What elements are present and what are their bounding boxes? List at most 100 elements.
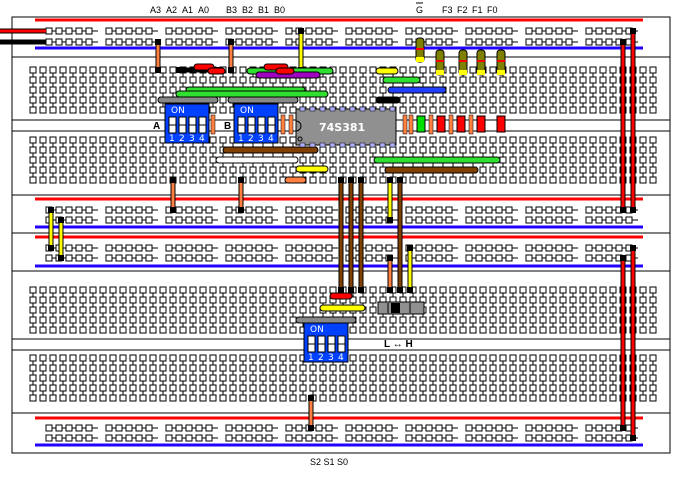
terminal-hole	[269, 166, 277, 174]
terminal-hole	[559, 136, 567, 144]
rail-hole	[525, 27, 533, 35]
terminal-hole	[529, 176, 537, 184]
terminal-hole	[539, 136, 547, 144]
terminal-hole	[459, 286, 467, 294]
rail-hole	[435, 254, 443, 262]
terminal-hole	[269, 326, 277, 334]
terminal-hole	[439, 136, 447, 144]
terminal-hole	[39, 326, 47, 334]
terminal-hole	[559, 374, 567, 382]
rail-hole	[585, 27, 593, 35]
terminal-hole	[349, 394, 357, 402]
rail-hole	[605, 206, 613, 214]
label-f3: F3	[442, 5, 453, 15]
terminal-hole	[449, 306, 457, 314]
terminal-hole	[299, 96, 307, 104]
terminal-hole	[339, 86, 347, 94]
rail-hole	[435, 434, 443, 442]
terminal-hole	[569, 66, 577, 74]
rail-hole	[65, 38, 73, 46]
terminal-hole	[299, 364, 307, 372]
terminal-hole	[459, 384, 467, 392]
terminal-hole	[509, 106, 517, 114]
rail-hole	[315, 216, 323, 224]
rail-hole	[585, 216, 593, 224]
terminal-hole	[559, 384, 567, 392]
terminal-hole	[299, 296, 307, 304]
rail-hole	[45, 27, 53, 35]
wire-down-1-end	[170, 207, 176, 213]
rail-hole	[245, 254, 253, 262]
terminal-hole	[459, 374, 467, 382]
terminal-hole	[279, 384, 287, 392]
terminal-hole	[119, 146, 127, 154]
terminal-hole	[529, 354, 537, 362]
slide-switch-knob[interactable]	[391, 303, 400, 313]
terminal-hole	[299, 306, 307, 314]
terminal-hole	[419, 326, 427, 334]
rail-hole	[465, 38, 473, 46]
terminal-hole	[419, 384, 427, 392]
terminal-hole	[499, 106, 507, 114]
rail-hole	[55, 424, 63, 432]
terminal-hole	[489, 296, 497, 304]
rail-hole	[415, 434, 423, 442]
terminal-hole	[349, 166, 357, 174]
terminal-hole	[569, 136, 577, 144]
terminal-hole	[279, 136, 287, 144]
terminal-hole	[459, 364, 467, 372]
terminal-hole	[189, 306, 197, 314]
terminal-hole	[279, 394, 287, 402]
terminal-hole	[489, 286, 497, 294]
rail-hole	[345, 424, 353, 432]
terminal-hole	[159, 326, 167, 334]
terminal-hole	[289, 384, 297, 392]
terminal-hole	[339, 374, 347, 382]
terminal-hole	[599, 394, 607, 402]
dip-s-levers[interactable]	[307, 335, 346, 353]
terminal-hole	[479, 286, 487, 294]
terminal-hole	[59, 86, 67, 94]
terminal-hole	[359, 146, 367, 154]
terminal-hole	[199, 374, 207, 382]
slide-switch[interactable]: L ↔ H	[377, 301, 425, 350]
terminal-hole	[649, 176, 657, 184]
terminal-hole	[319, 364, 327, 372]
rail-hole	[185, 244, 193, 252]
dip-a-levers[interactable]	[168, 116, 207, 134]
chip-pin	[309, 142, 316, 148]
terminal-hole	[609, 354, 617, 362]
dip-switch-b[interactable]: B ON 1 2 3 4	[224, 103, 279, 144]
rail-hole	[45, 38, 53, 46]
terminal-hole	[499, 326, 507, 334]
terminal-hole	[499, 354, 507, 362]
terminal-hole	[569, 394, 577, 402]
rail-hole	[345, 38, 353, 46]
terminal-hole	[369, 166, 377, 174]
rail-hole	[85, 216, 93, 224]
terminal-hole	[79, 384, 87, 392]
terminal-hole	[219, 96, 227, 104]
dip-switch-a[interactable]: A ON 1 2 3 4	[153, 103, 210, 144]
dip-b-pos-2: 2	[248, 134, 254, 144]
rail-hole	[225, 206, 233, 214]
terminal-hole	[139, 286, 147, 294]
terminal-hole	[249, 374, 257, 382]
terminal-hole	[649, 146, 657, 154]
terminal-hole	[159, 384, 167, 392]
dip-b-levers[interactable]	[237, 116, 276, 134]
terminal-hole	[209, 156, 217, 164]
chip-pin	[299, 106, 306, 112]
rail-hole	[85, 38, 93, 46]
terminal-hole	[289, 136, 297, 144]
terminal-hole	[469, 306, 477, 314]
terminal-hole	[249, 326, 257, 334]
chip-pin	[339, 106, 346, 112]
dip-switch-s[interactable]: ON 1 2 3 4	[303, 322, 349, 363]
wire-green-4	[382, 76, 421, 84]
terminal-hole	[249, 166, 257, 174]
terminal-hole	[259, 354, 267, 362]
terminal-hole	[59, 66, 67, 74]
rail-hole	[145, 27, 153, 35]
rail-hole	[365, 254, 373, 262]
